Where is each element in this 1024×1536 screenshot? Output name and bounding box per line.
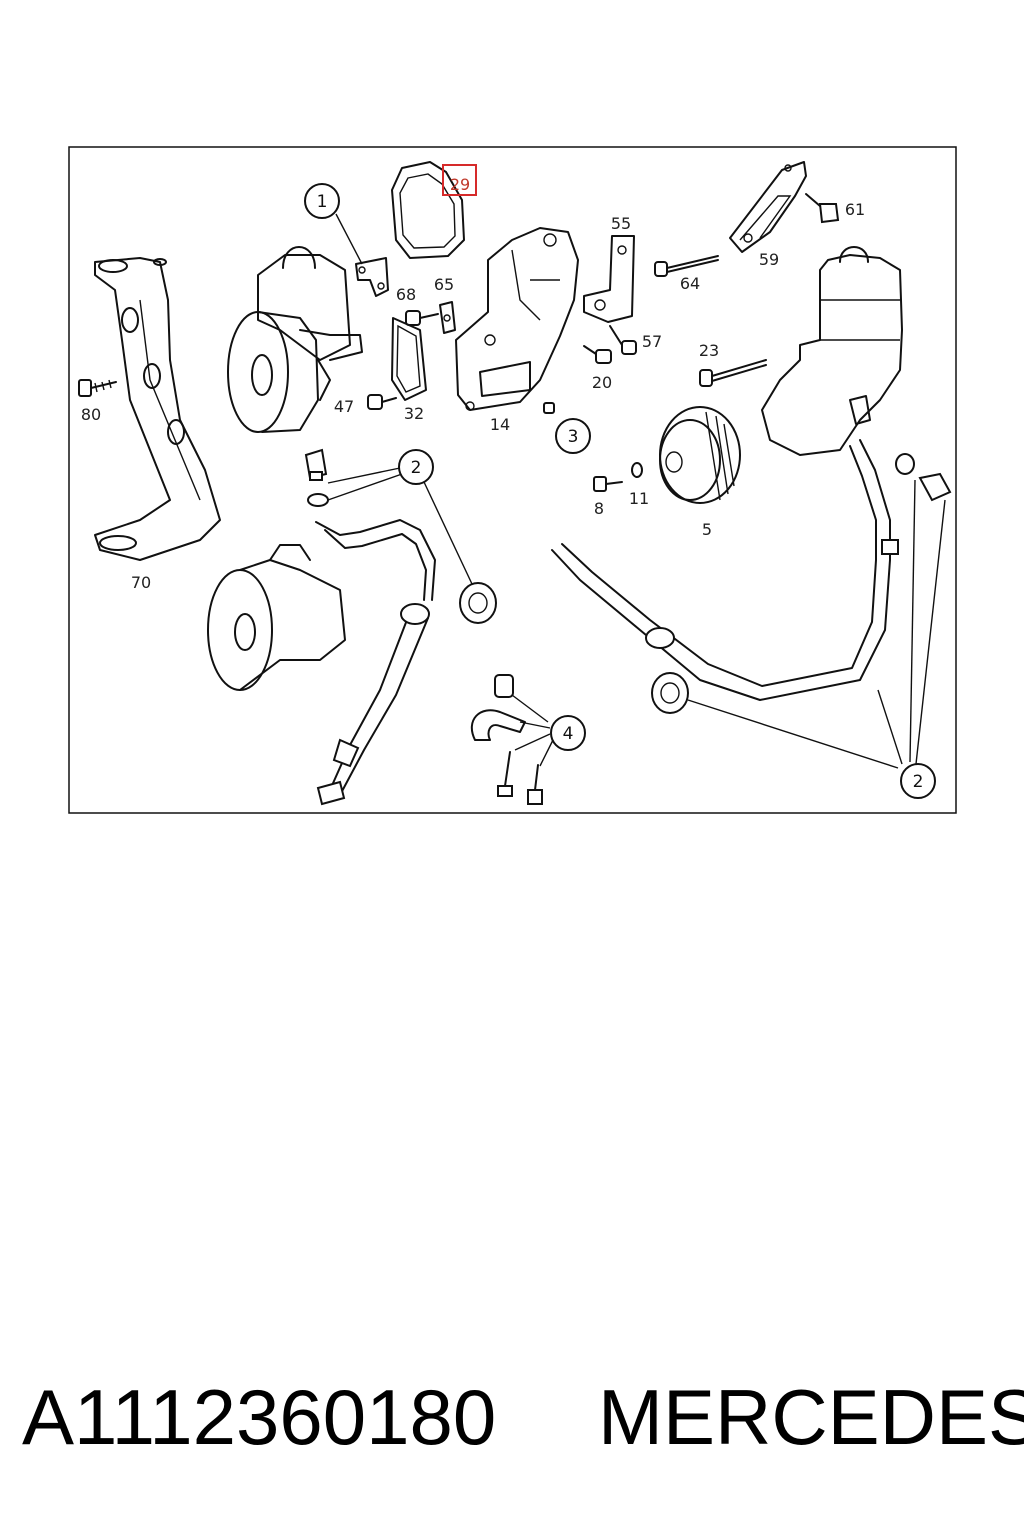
svg-text:3: 3 [568, 427, 579, 447]
part-number: A1112360180 [22, 1373, 497, 1461]
callout-4[interactable]: 4 [550, 715, 586, 751]
label-14[interactable]: 14 [490, 415, 510, 434]
svg-text:1: 1 [317, 192, 328, 212]
diagram-frame [68, 146, 957, 814]
label-8[interactable]: 8 [594, 499, 604, 518]
screw-57 [609, 325, 637, 355]
bolt-8 [593, 476, 623, 492]
bolt-23 [699, 359, 767, 387]
gasket-29 [391, 161, 465, 259]
label-65[interactable]: 65 [434, 275, 454, 294]
callout-2-upper[interactable]: 2 [398, 449, 434, 485]
svg-text:2: 2 [913, 772, 924, 792]
callout-2-lower[interactable]: 2 [900, 763, 936, 799]
label-80[interactable]: 80 [81, 405, 101, 424]
power-steering-pump-top [227, 246, 363, 433]
bolt-47 [367, 394, 397, 410]
svg-text:4: 4 [563, 724, 574, 744]
callout-3[interactable]: 3 [555, 418, 591, 454]
label-70[interactable]: 70 [131, 573, 151, 592]
gasket-32 [391, 317, 427, 401]
brand-name: MERCEDES [598, 1373, 1024, 1461]
label-61[interactable]: 61 [845, 200, 865, 219]
label-5[interactable]: 5 [702, 520, 712, 539]
label-55[interactable]: 55 [611, 214, 631, 233]
plate-55 [583, 235, 635, 323]
grommet-right [651, 672, 689, 714]
bracket-70 [94, 257, 221, 561]
bracket-1 [335, 213, 389, 297]
pulley-5 [659, 406, 741, 504]
banjo-bolt-right [895, 453, 952, 502]
label-23[interactable]: 23 [699, 341, 719, 360]
label-59[interactable]: 59 [759, 250, 779, 269]
label-20[interactable]: 20 [592, 373, 612, 392]
clamp-4 [470, 674, 543, 805]
footer-caption: A1112360180 MERCEDES [0, 1372, 1024, 1482]
label-11[interactable]: 11 [629, 489, 649, 508]
plug-3 [543, 402, 555, 414]
bolt-20 [583, 345, 612, 364]
power-steering-pump-right [761, 246, 903, 456]
callout-1[interactable]: 1 [304, 183, 340, 219]
bracket-59 [729, 161, 807, 253]
label-64[interactable]: 64 [680, 274, 700, 293]
hose-right [551, 439, 899, 701]
label-68[interactable]: 68 [396, 285, 416, 304]
power-steering-pump-bottom [207, 544, 346, 691]
hose-center [315, 519, 436, 806]
washer-11 [631, 462, 643, 478]
highlight-box-29 [442, 164, 477, 196]
washer-65 [439, 301, 456, 334]
svg-text:2: 2 [411, 458, 422, 478]
mount-bracket-14 [455, 227, 579, 411]
label-57[interactable]: 57 [642, 332, 662, 351]
label-47[interactable]: 47 [334, 397, 354, 416]
bolt-64 [654, 255, 719, 277]
grommet-left [459, 582, 497, 624]
leader-lines [327, 467, 946, 769]
label-29[interactable]: 29 [450, 175, 470, 194]
bolt-80 [78, 379, 117, 397]
bolt-61 [805, 193, 840, 224]
label-32[interactable]: 32 [404, 404, 424, 423]
banjo-bolt-left [304, 448, 329, 507]
bolt-68 [405, 310, 439, 326]
